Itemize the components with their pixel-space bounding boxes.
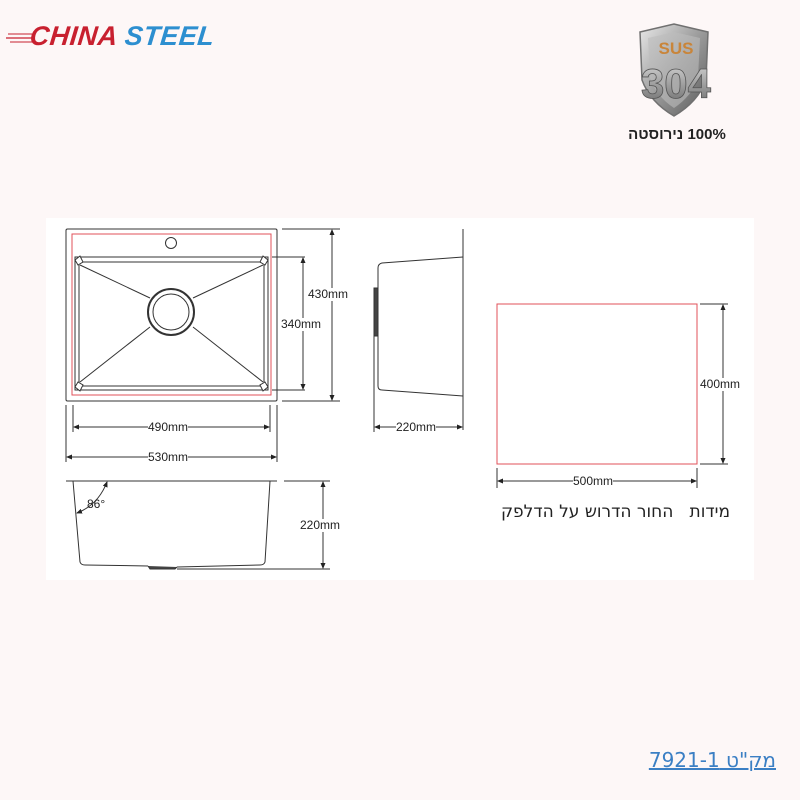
badge-caption: 100% נירוסטה	[628, 126, 726, 143]
speed-lines-icon	[6, 33, 32, 43]
drawing-panel	[46, 218, 754, 580]
dim-width-inner: 490mm	[148, 420, 189, 434]
dim-width-outer: 530mm	[148, 450, 189, 464]
badge-304: 304	[641, 60, 712, 107]
dim-side-depth: 220mm	[396, 420, 437, 434]
dim-cutout-width: 500mm	[573, 474, 614, 488]
dim-height-inner: 340mm	[281, 317, 322, 331]
dim-front-depth: 220mm	[300, 518, 341, 532]
dim-height-outer: 430mm	[308, 287, 349, 301]
dim-angle: 86°	[87, 497, 106, 511]
cutout-caption: מידות החור הדרוש על הדלפק	[501, 502, 730, 522]
badge-sus: SUS	[659, 39, 694, 58]
sku-link[interactable]: מק"ט 7921-1	[648, 748, 776, 772]
dim-cutout-height: 400mm	[700, 377, 741, 391]
sus304-shield-icon: SUS 304	[639, 23, 712, 117]
